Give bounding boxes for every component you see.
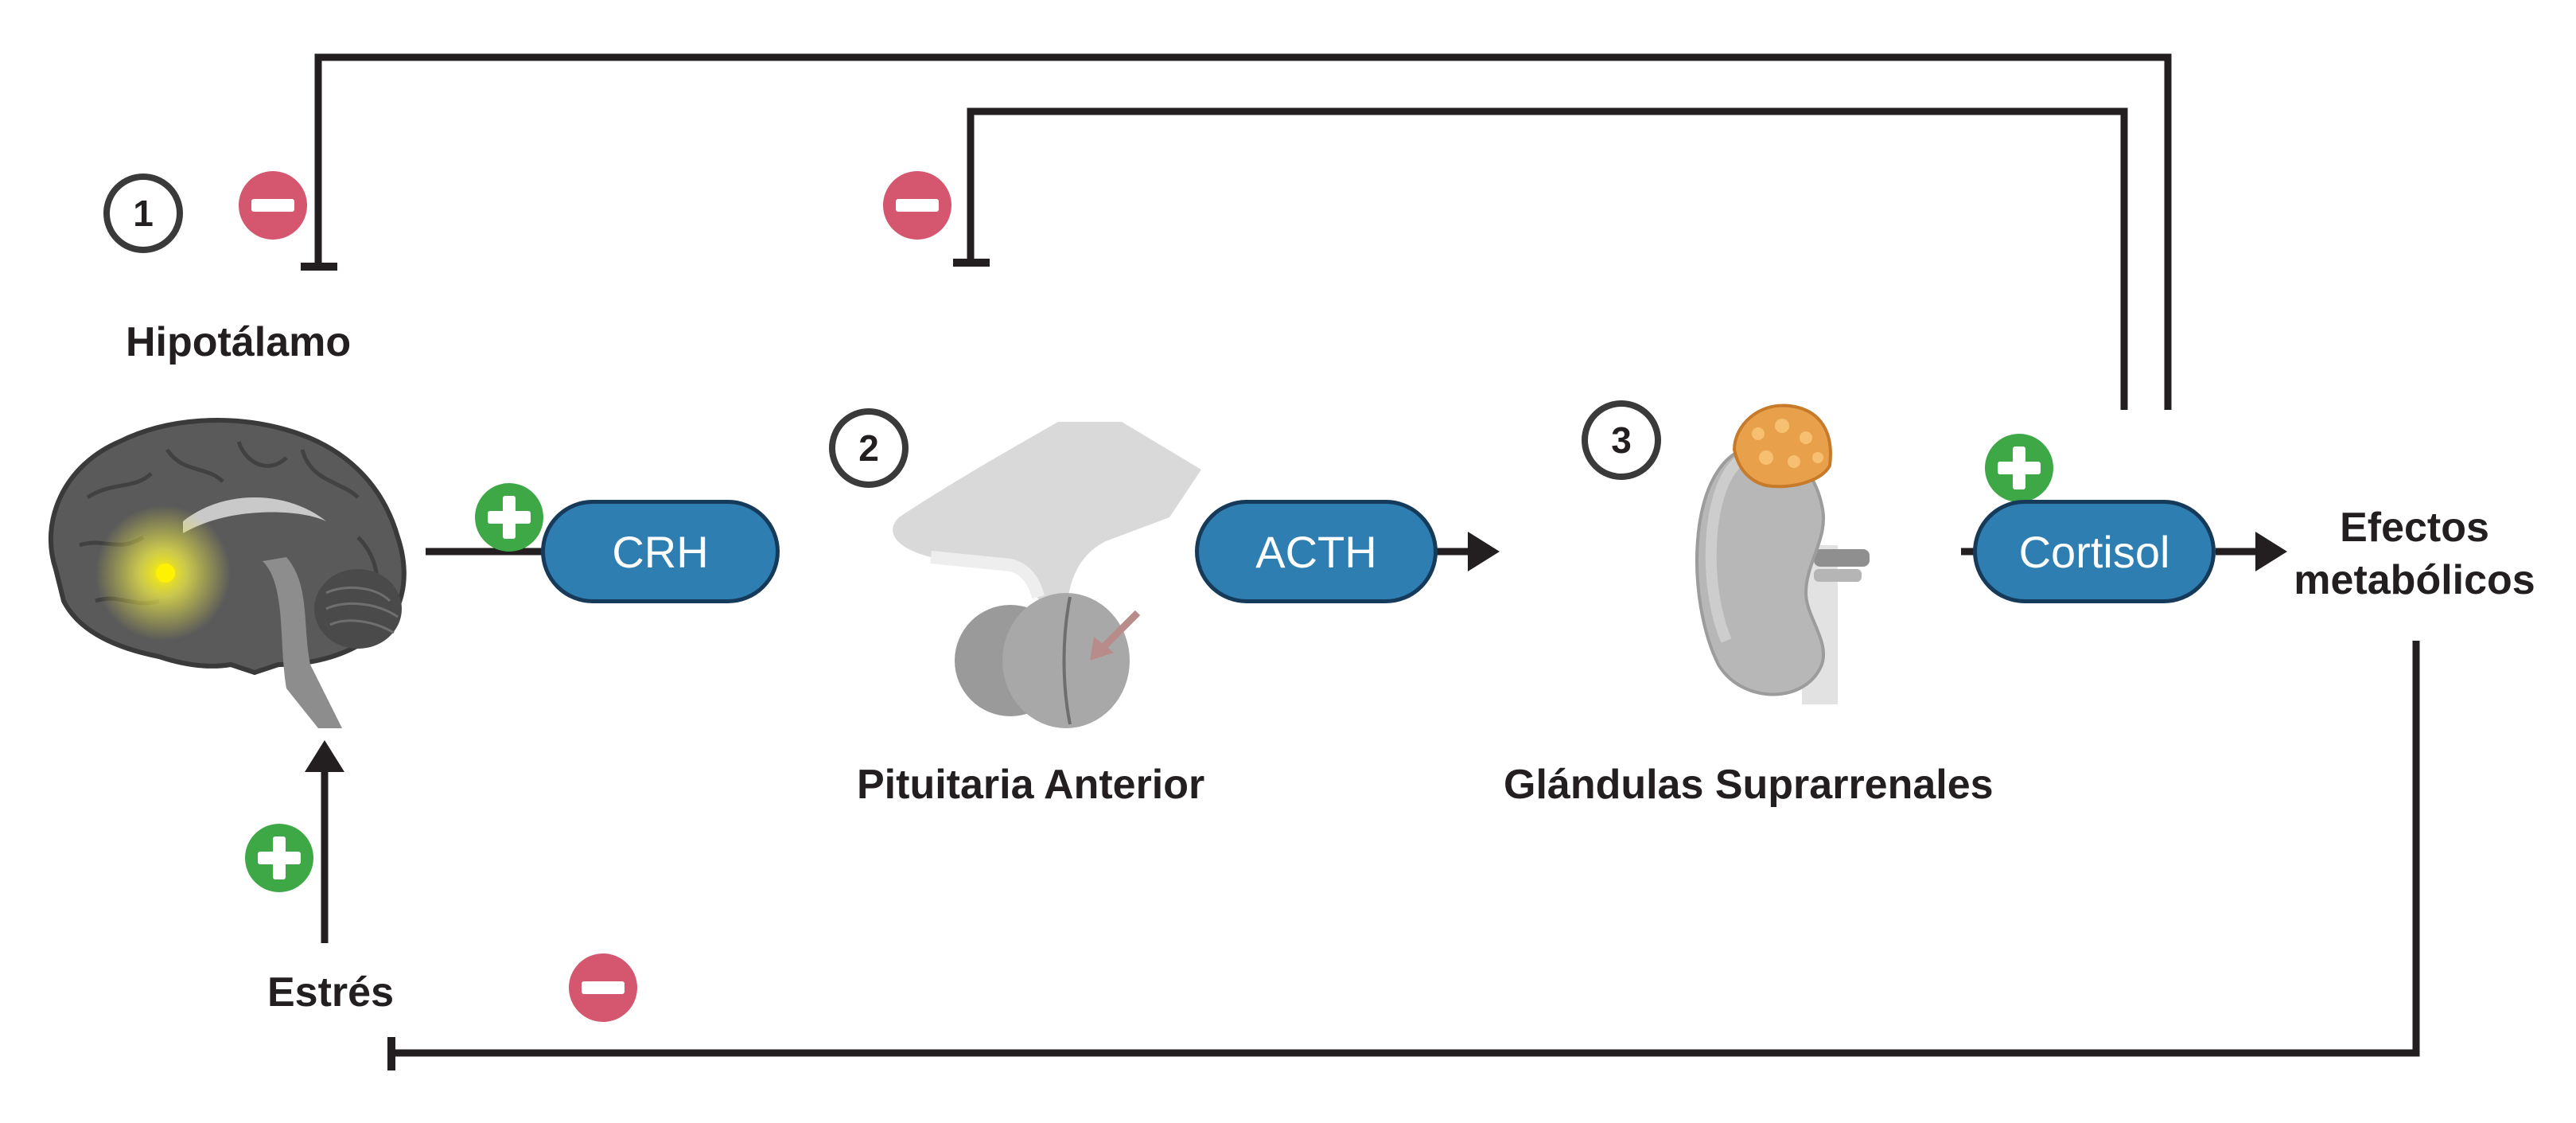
plus-icon <box>475 483 543 552</box>
minus-icon <box>883 171 951 240</box>
cortisol-hormone: Cortisol <box>1973 500 2216 603</box>
stress-label: Estrés <box>267 969 394 1016</box>
effects-label-line1: Efectos <box>2340 505 2489 551</box>
brain-icon <box>48 418 407 728</box>
stress-arrowhead <box>305 740 344 772</box>
feedback-line-hypothalamus <box>314 53 2172 410</box>
step-2-badge: 2 <box>829 408 909 488</box>
feedback-line-stress <box>391 641 2420 1057</box>
minus-icon <box>239 171 307 240</box>
step-1-badge: 1 <box>103 174 183 253</box>
plus-icon <box>1985 434 2053 502</box>
minus-icon <box>569 953 637 1022</box>
plus-icon <box>245 824 313 892</box>
cortisol-arrowhead <box>2255 532 2287 571</box>
acth-hormone: ACTH <box>1195 500 1438 603</box>
acth-arrowhead <box>1468 532 1500 571</box>
effects-label: Efectos metabólicos <box>2279 501 2550 606</box>
pituitary-label: Pituitaria Anterior <box>857 762 1205 808</box>
hypothalamus-label: Hipotálamo <box>126 319 352 365</box>
effects-label-line2: metabólicos <box>2294 557 2535 603</box>
feedback-line-pituitary <box>967 107 2128 410</box>
adrenal-label: Glándulas Suprarrenales <box>1504 762 1994 808</box>
kidney-adrenal-icon <box>1695 404 1870 704</box>
step-3-badge: 3 <box>1582 400 1661 480</box>
pituitary-gland-icon <box>893 422 1201 728</box>
crh-hormone: CRH <box>541 500 780 603</box>
